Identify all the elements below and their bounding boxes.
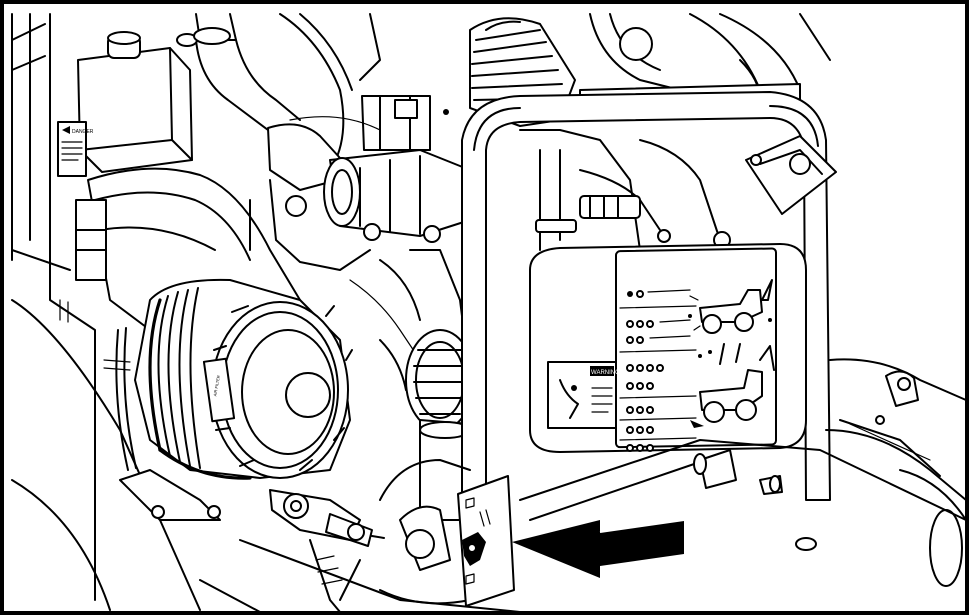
exhaust-piping	[249, 95, 471, 271]
lower-linkage	[269, 489, 385, 613]
hazard-placard: DANGER	[57, 121, 94, 177]
right-fender	[795, 358, 967, 587]
callout-arrow-icon	[512, 519, 685, 578]
right-bracket	[745, 135, 837, 215]
loader-pictogram-top	[688, 279, 773, 334]
battery-disconnect-switch	[457, 475, 515, 607]
loader-pictogram-bottom	[690, 343, 775, 428]
fan-shroud	[176, 13, 381, 171]
air-filter-housing: AIR FILTER	[103, 278, 353, 521]
instruction-panel: WARNING	[529, 243, 807, 453]
operation-symbols	[619, 289, 697, 452]
frame-tube	[461, 91, 831, 501]
placard-text: DANGER	[72, 129, 94, 135]
lower-deck	[199, 439, 967, 613]
warning-label-text: WARNING	[591, 370, 620, 376]
warning-decal: WARNING	[547, 361, 620, 429]
filter-decal-text: AIR FILTER	[212, 375, 221, 397]
engine-block	[349, 129, 731, 381]
lower-center	[339, 459, 471, 605]
